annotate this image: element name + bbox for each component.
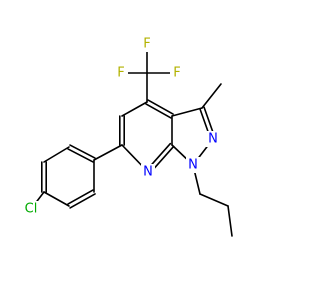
svg-text:F: F xyxy=(173,66,180,81)
bond-line xyxy=(67,148,94,163)
atom-N-pyridine: N xyxy=(141,164,155,180)
bond-line xyxy=(67,189,94,205)
atom-F-left: F xyxy=(114,65,128,81)
atom-N-pyrazole-1: N xyxy=(186,157,200,173)
atom-F-right: F xyxy=(170,65,184,81)
bond-line xyxy=(227,205,233,237)
bond-line xyxy=(171,107,203,117)
atom-F-top: F xyxy=(140,36,154,52)
bond-line xyxy=(69,144,96,159)
atom-labels: F F F N N N Cl xyxy=(20,36,220,217)
bond-line xyxy=(121,101,148,117)
bond-line xyxy=(93,144,123,161)
svg-text:Cl: Cl xyxy=(25,202,38,217)
bond-line xyxy=(147,99,174,115)
svg-text:N: N xyxy=(188,158,198,173)
bond-line xyxy=(43,146,70,163)
bond-line xyxy=(43,191,70,207)
atom-Cl: Cl xyxy=(20,201,42,217)
svg-text:N: N xyxy=(143,165,153,180)
bond-line xyxy=(201,83,222,109)
bond-line xyxy=(69,193,96,209)
bond-line xyxy=(199,193,229,207)
svg-text:F: F xyxy=(143,37,150,52)
molecule-structure: F F F N N N Cl xyxy=(20,36,233,237)
svg-text:N: N xyxy=(208,132,218,147)
bond-line xyxy=(145,103,172,119)
atom-N-pyrazole-2: N xyxy=(206,131,220,147)
bonds xyxy=(30,43,233,237)
svg-text:F: F xyxy=(117,66,124,81)
